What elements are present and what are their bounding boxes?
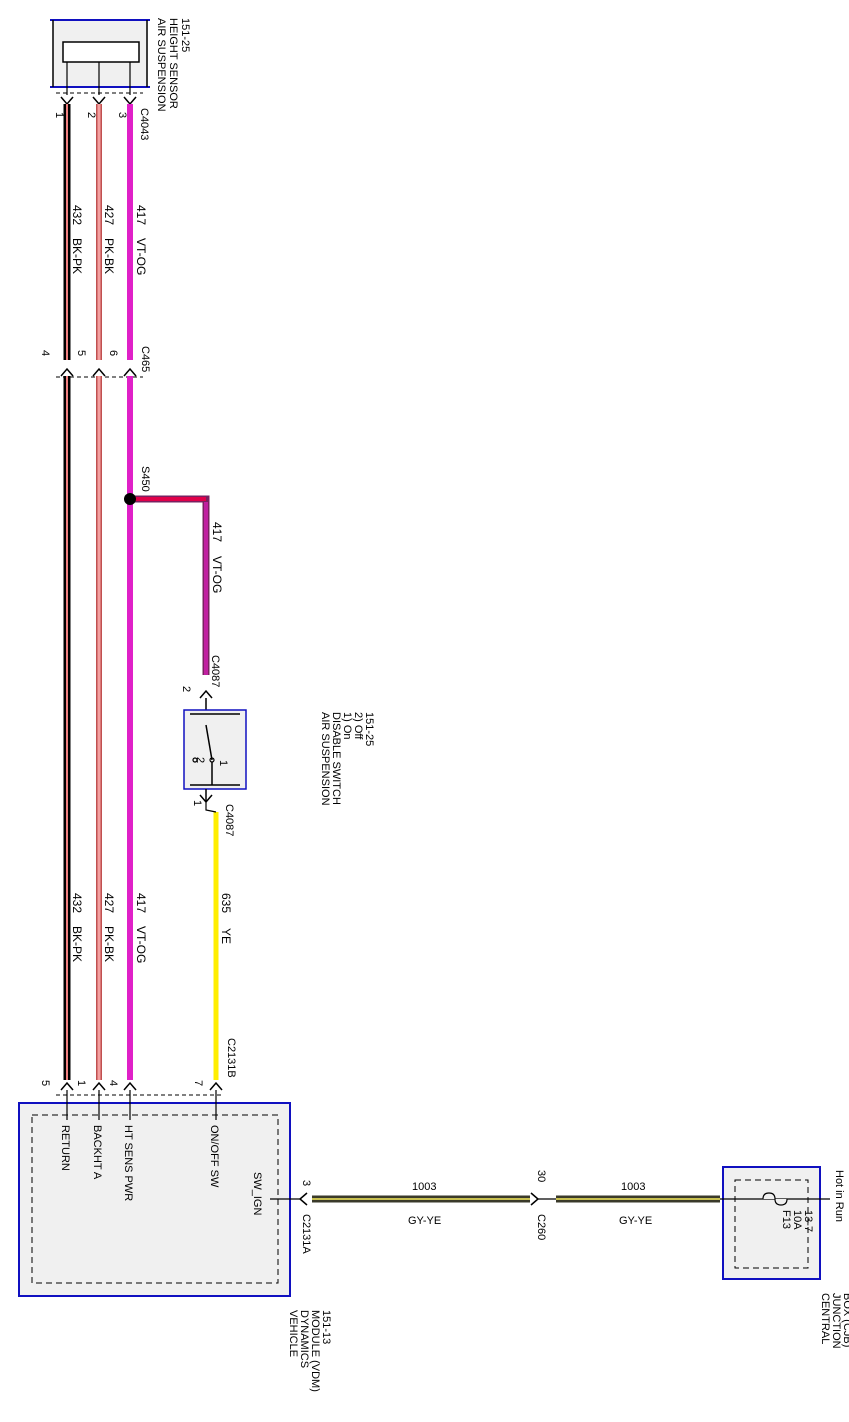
wire-427-top-color: PK-BK [102,238,116,274]
c4043-connector-marks [60,96,137,106]
vdm-pin-1: 1 [75,1080,87,1086]
vdm-pin-5: 5 [39,1080,51,1086]
switch-title-line1: AIR SUSPENSION [319,712,331,806]
vdm-pin-7: 7 [192,1080,204,1086]
fuse-icon [762,1192,788,1206]
vdm-title-line4: 151-13 [320,1310,332,1344]
switch-top-pin: 2 [180,686,192,692]
switch-bottom-pin: 1 [191,800,203,806]
vdm-label-on-off-sw: ON/OFF SW [208,1125,220,1188]
vdm-pin-4: 4 [107,1080,119,1086]
switch-inner-pin1: 1 [217,760,229,766]
vdm-label-return: RETURN [59,1125,71,1171]
top-wire-labels: 432 BK-PK 427 PK-BK 417 VT-OG [70,205,148,275]
switch-top-connector-label: C4087 [209,655,221,687]
cjb-title-line3: BOX (CJB) [841,1293,849,1347]
sensor-title: AIR SUSPENSION HEIGHT SENSOR 151-25 [155,18,191,112]
connector-c2131b-label: C2131B [225,1038,237,1078]
cjb-title: CENTRAL JUNCTION BOX (CJB) 11-3 [819,1293,849,1349]
connector-c2131a-label: C2131A [300,1214,312,1254]
sensor-title-line2: HEIGHT SENSOR [167,18,179,109]
cjb-title-line1: CENTRAL [819,1293,831,1344]
c2131b-connector-marks [56,1081,223,1096]
switch-bottom-connector-label: C4087 [223,804,235,836]
top-wires [63,104,133,360]
switch-title-line5: 151-25 [363,712,375,746]
wire-432-top-circuit: 432 [70,205,84,225]
cjb-box [720,1166,830,1280]
height-sensor [50,19,150,95]
c465-connector-marks [56,367,143,378]
fuse-f13-label: F13 [780,1210,792,1229]
wire-417-bottom-color: VT-OG [134,926,148,963]
c2131a-pin-3: 3 [300,1180,312,1186]
switch-inner-pin2: 2 [194,757,206,763]
wire-427-bottom-circuit: 427 [102,893,116,913]
wire-432-bottom-color: BK-PK [70,926,84,962]
switch-title: AIR SUSPENSION DISABLE SWITCH 1) On 2) O… [319,712,375,806]
connector-c4043-label: C4043 [138,108,150,140]
cjb-fuse-labels: F13 10A 13-7 [780,1210,814,1232]
splice-s450-dot [124,493,136,505]
fuse-ref-label: 13-7 [802,1210,814,1232]
connector-c260-label: C260 [535,1214,547,1240]
switch-title-line4: 2) Off [352,712,364,740]
branch-417-circuit: 417 [210,522,224,542]
s450-branch [124,493,210,675]
switch-title-line2: DISABLE SWITCH [330,712,342,805]
vdm-label-backht-a: BACKHT A [91,1125,103,1180]
wire-635-circuit: 635 [219,893,233,913]
c2131a-arrow [298,1192,308,1206]
sensor-pin-3: 3 [116,112,128,118]
fuse-10a-label: 10A [791,1210,803,1230]
vdm-label-ht-sens-pwr: HT SENS PWR [122,1125,134,1201]
wire-1003-right-circuit: 1003 [621,1181,645,1193]
bottom-wire-labels: 432 BK-PK 427 PK-BK 417 VT-OG 635 YE [70,893,233,963]
vdm-title-line3: MODULE (VDM) [309,1310,321,1392]
switch-title-line3: 1) On [341,712,353,740]
c465-pin-6: 6 [107,350,119,356]
wire-417-bottom-circuit: 417 [134,893,148,913]
switch-top-arrow [199,689,213,699]
wire-427-top-circuit: 427 [102,205,116,225]
vdm-title-line2: DYNAMICS [298,1310,310,1368]
disable-switch [183,709,247,790]
c465-pin-4: 4 [39,350,51,356]
sensor-pin-1: 1 [53,112,65,118]
sensor-title-line3: 151-25 [179,18,191,52]
wire-417-top-color: VT-OG [134,238,148,275]
cjb-hot-in-run: Hot in Run [833,1170,845,1222]
sensor-title-line1: AIR SUSPENSION [155,18,167,112]
wire-427-bottom-color: PK-BK [102,926,116,962]
sensor-pin-2: 2 [85,112,97,118]
vdm-title: VEHICLE DYNAMICS MODULE (VDM) 151-13 [287,1310,332,1392]
wire-417-top-circuit: 417 [134,205,148,225]
wire-1003-left-color: GY-YE [408,1215,441,1227]
connector-c465-label: C465 [139,346,151,372]
c465-pin-5: 5 [75,350,87,356]
vdm-label-sw-ign: SW_IGN [251,1172,263,1215]
wire-432-bottom-circuit: 432 [70,893,84,913]
vdm-title-line1: VEHICLE [287,1310,299,1357]
branch-417-color: VT-OG [210,556,224,593]
wire-432-top-color: BK-PK [70,238,84,274]
splice-s450-label: S450 [139,466,151,492]
c260-arrow [530,1192,540,1206]
vdm-module [18,1090,300,1297]
c260-pin-30: 30 [535,1170,547,1182]
cjb-title-line2: JUNCTION [830,1293,842,1349]
wire-1003-right-color: GY-YE [619,1215,652,1227]
wire-635-color: YE [219,928,233,944]
main-wires [63,376,133,1080]
wire-1003-left-circuit: 1003 [412,1181,436,1193]
